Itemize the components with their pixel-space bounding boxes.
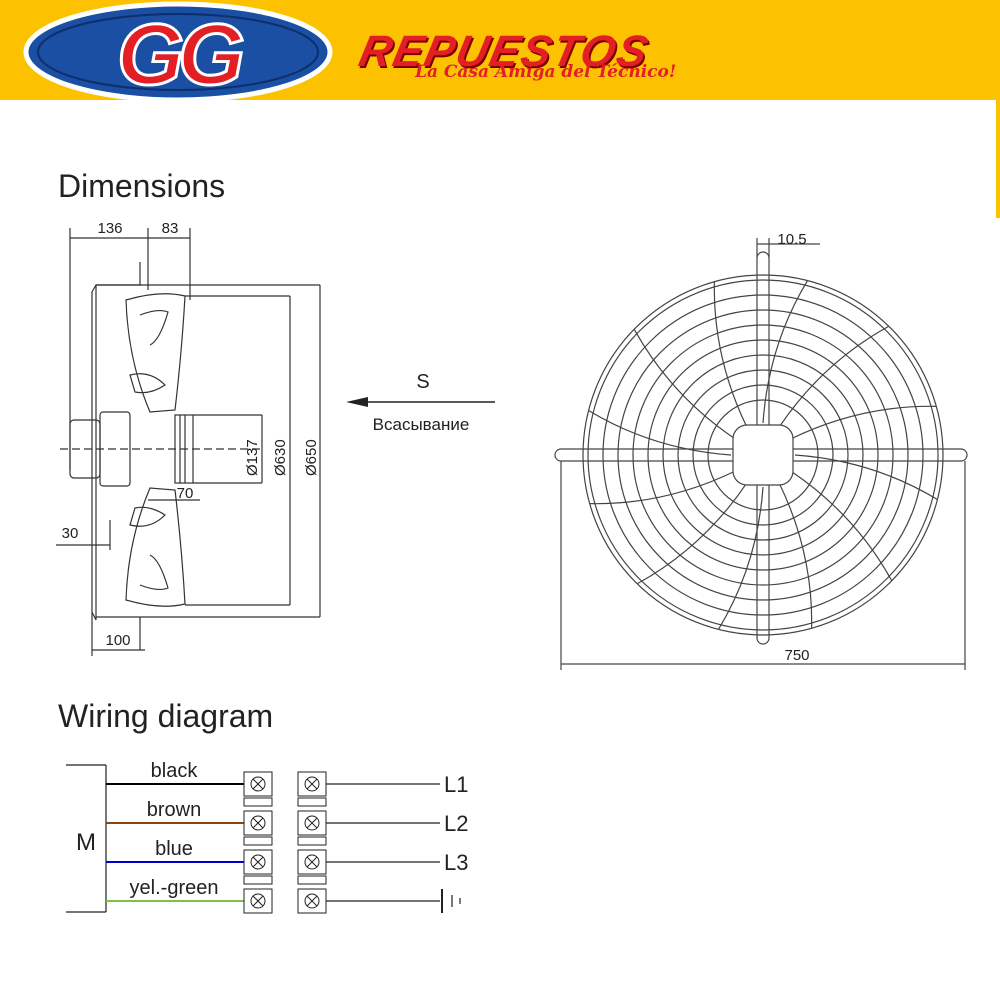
- block-separator: [297, 797, 327, 807]
- dim-137-label: Ø137: [244, 439, 261, 476]
- gg-logo: GG: [23, 1, 333, 100]
- terminal-screw-cross: [252, 778, 264, 790]
- motor-label: M: [76, 829, 96, 856]
- block-separator: [243, 836, 273, 846]
- wire-label: blue: [155, 838, 193, 860]
- wire-label: yel.-green: [130, 877, 219, 899]
- airflow-arrow-icon: [346, 397, 368, 407]
- guard-spoke: [589, 470, 736, 505]
- guard-spoke: [762, 280, 809, 424]
- dim-750-label: 750: [784, 647, 809, 664]
- guard-spoke: [778, 482, 813, 629]
- dim-136-label: 136: [97, 220, 122, 237]
- terminal-screw-cross: [306, 778, 318, 790]
- guard-spoke: [633, 328, 736, 440]
- dim-83-label: 83: [162, 220, 179, 237]
- brand-tagline: La Casa Amiga del Técnico!: [415, 62, 677, 82]
- terminal-screw-icon: [250, 893, 266, 909]
- terminal-screw-icon: [304, 815, 320, 831]
- logo-letters: GG: [117, 7, 243, 100]
- guard-spoke: [588, 409, 732, 456]
- airflow-label: S: [416, 371, 429, 393]
- terminal-screw-cross: [252, 856, 264, 868]
- dim-630-label: Ø630: [272, 439, 289, 476]
- airflow-caption: Всасывание: [373, 415, 470, 434]
- wire-row: yel.-green: [106, 877, 461, 914]
- terminal-block: [297, 810, 327, 836]
- terminal-block: [243, 771, 273, 797]
- guard-spoke: [778, 325, 890, 428]
- dim-650-label: Ø650: [303, 439, 320, 476]
- guard-spoke: [790, 470, 893, 582]
- terminal-screw-cross: [306, 895, 318, 907]
- dim-10-5-label: 10.5: [777, 231, 806, 248]
- terminal-screw-cross: [252, 817, 264, 829]
- guard-spoke: [713, 281, 748, 428]
- terminal-screw-icon: [304, 893, 320, 909]
- terminal-screw-cross: [306, 817, 318, 829]
- block-separator: [243, 875, 273, 885]
- wire-label: black: [151, 760, 199, 782]
- supply-label: L1: [444, 772, 468, 797]
- wiring-heading: Wiring diagram: [58, 698, 274, 734]
- guard-spoke: [794, 454, 938, 501]
- dim-30-label: 30: [62, 525, 79, 542]
- wire-label: brown: [147, 799, 201, 821]
- terminal-screw-cross: [306, 856, 318, 868]
- terminal-screw-icon: [250, 815, 266, 831]
- dim-100-label: 100: [105, 632, 130, 649]
- block-separator: [297, 875, 327, 885]
- dim-70-label: 70: [177, 485, 194, 502]
- terminal-screw-icon: [250, 776, 266, 792]
- supply-label: L3: [444, 850, 468, 875]
- terminal-screw-icon: [304, 776, 320, 792]
- guard-spoke: [790, 405, 937, 440]
- dimensions-heading: Dimensions: [58, 168, 226, 204]
- terminal-screw-cross: [252, 895, 264, 907]
- block-separator: [243, 797, 273, 807]
- header-banner: GG REPUESTOS La Casa Amiga del Técnico!: [0, 0, 1000, 100]
- banner-edge: [996, 100, 1000, 218]
- terminal-screw-icon: [304, 854, 320, 870]
- block-separator: [297, 836, 327, 846]
- guard-spoke: [636, 482, 748, 585]
- guard-spoke: [717, 486, 764, 630]
- supply-label: L2: [444, 811, 468, 836]
- terminal-screw-icon: [250, 854, 266, 870]
